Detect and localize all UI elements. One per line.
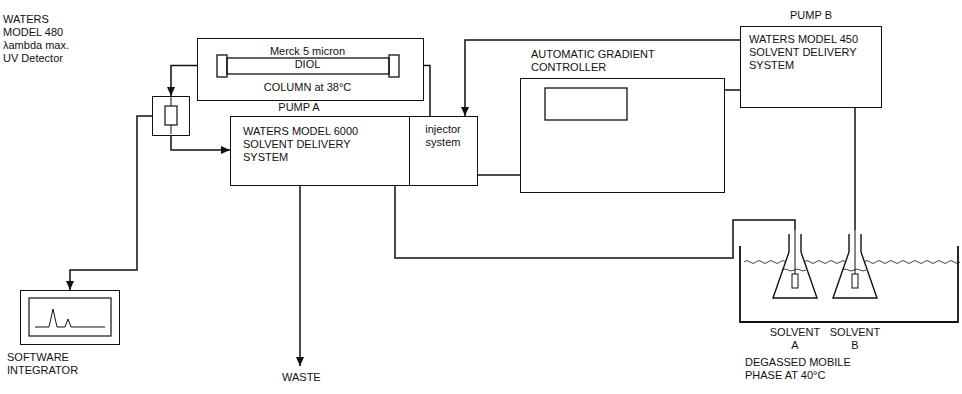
gradient-controller: AUTOMATIC GRADIENT CONTROLLER xyxy=(520,78,725,193)
software-integrator: SOFTWARE INTEGRATOR xyxy=(20,290,120,345)
box-heading: SOLVENT A xyxy=(769,326,821,352)
software-integrator-outline xyxy=(21,291,118,343)
solvent-flask: SOLVENT B xyxy=(830,230,880,300)
flow-line xyxy=(725,89,740,91)
box-text: WATERS MODEL 6000 SOLVENT DELIVERY SYSTE… xyxy=(243,125,368,164)
gradient-controller-outline xyxy=(521,79,723,191)
box-heading: AUTOMATIC GRADIENT CONTROLLER xyxy=(531,48,661,74)
waste-label: WASTE xyxy=(282,371,342,384)
uv-detector: WATERS MODEL 480 λambda max. UV Detector xyxy=(152,96,190,136)
bath-water xyxy=(744,261,960,264)
solvent-flask-outline xyxy=(770,230,820,300)
hplc-column: Merck 5 micron DIOL xyxy=(215,42,401,76)
solvent-flask: SOLVENT A xyxy=(770,230,820,300)
box-heading: WATERS MODEL 480 λambda max. UV Detector xyxy=(3,13,77,65)
box-text: COLUMN at 38°C xyxy=(198,81,417,94)
injector-box: injector system xyxy=(409,116,478,186)
box-heading: PUMP A xyxy=(259,101,339,114)
uv-detector-outline xyxy=(153,97,189,135)
waste-line xyxy=(299,186,301,366)
box-heading: SOLVENT B xyxy=(829,326,881,352)
flow-line xyxy=(171,136,230,150)
box-heading: Merck 5 micron DIOL xyxy=(260,45,356,71)
solvent-flask-outline xyxy=(830,230,880,300)
pump-box: PUMP BWATERS MODEL 450 SOLVENT DELIVERY … xyxy=(740,26,882,108)
flow-line xyxy=(478,174,520,176)
bath-label: DEGASSED MOBILE PHASE AT 40°C xyxy=(745,356,865,382)
box-text: WATERS MODEL 450 SOLVENT DELIVERY SYSTEM xyxy=(749,33,875,72)
flow-line xyxy=(70,116,152,290)
box-heading: SOFTWARE INTEGRATOR xyxy=(7,351,97,377)
pump-box: PUMP AWATERS MODEL 6000 SOLVENT DELIVERY… xyxy=(230,116,410,186)
box-heading: PUMP B xyxy=(771,9,851,22)
flow-line xyxy=(395,186,795,258)
water-bath xyxy=(740,246,958,322)
flow-line xyxy=(854,108,856,230)
column-oven: COLUMN at 38°C Merck 5 micron DIOL xyxy=(197,38,424,101)
box-text: injector system xyxy=(414,123,472,149)
